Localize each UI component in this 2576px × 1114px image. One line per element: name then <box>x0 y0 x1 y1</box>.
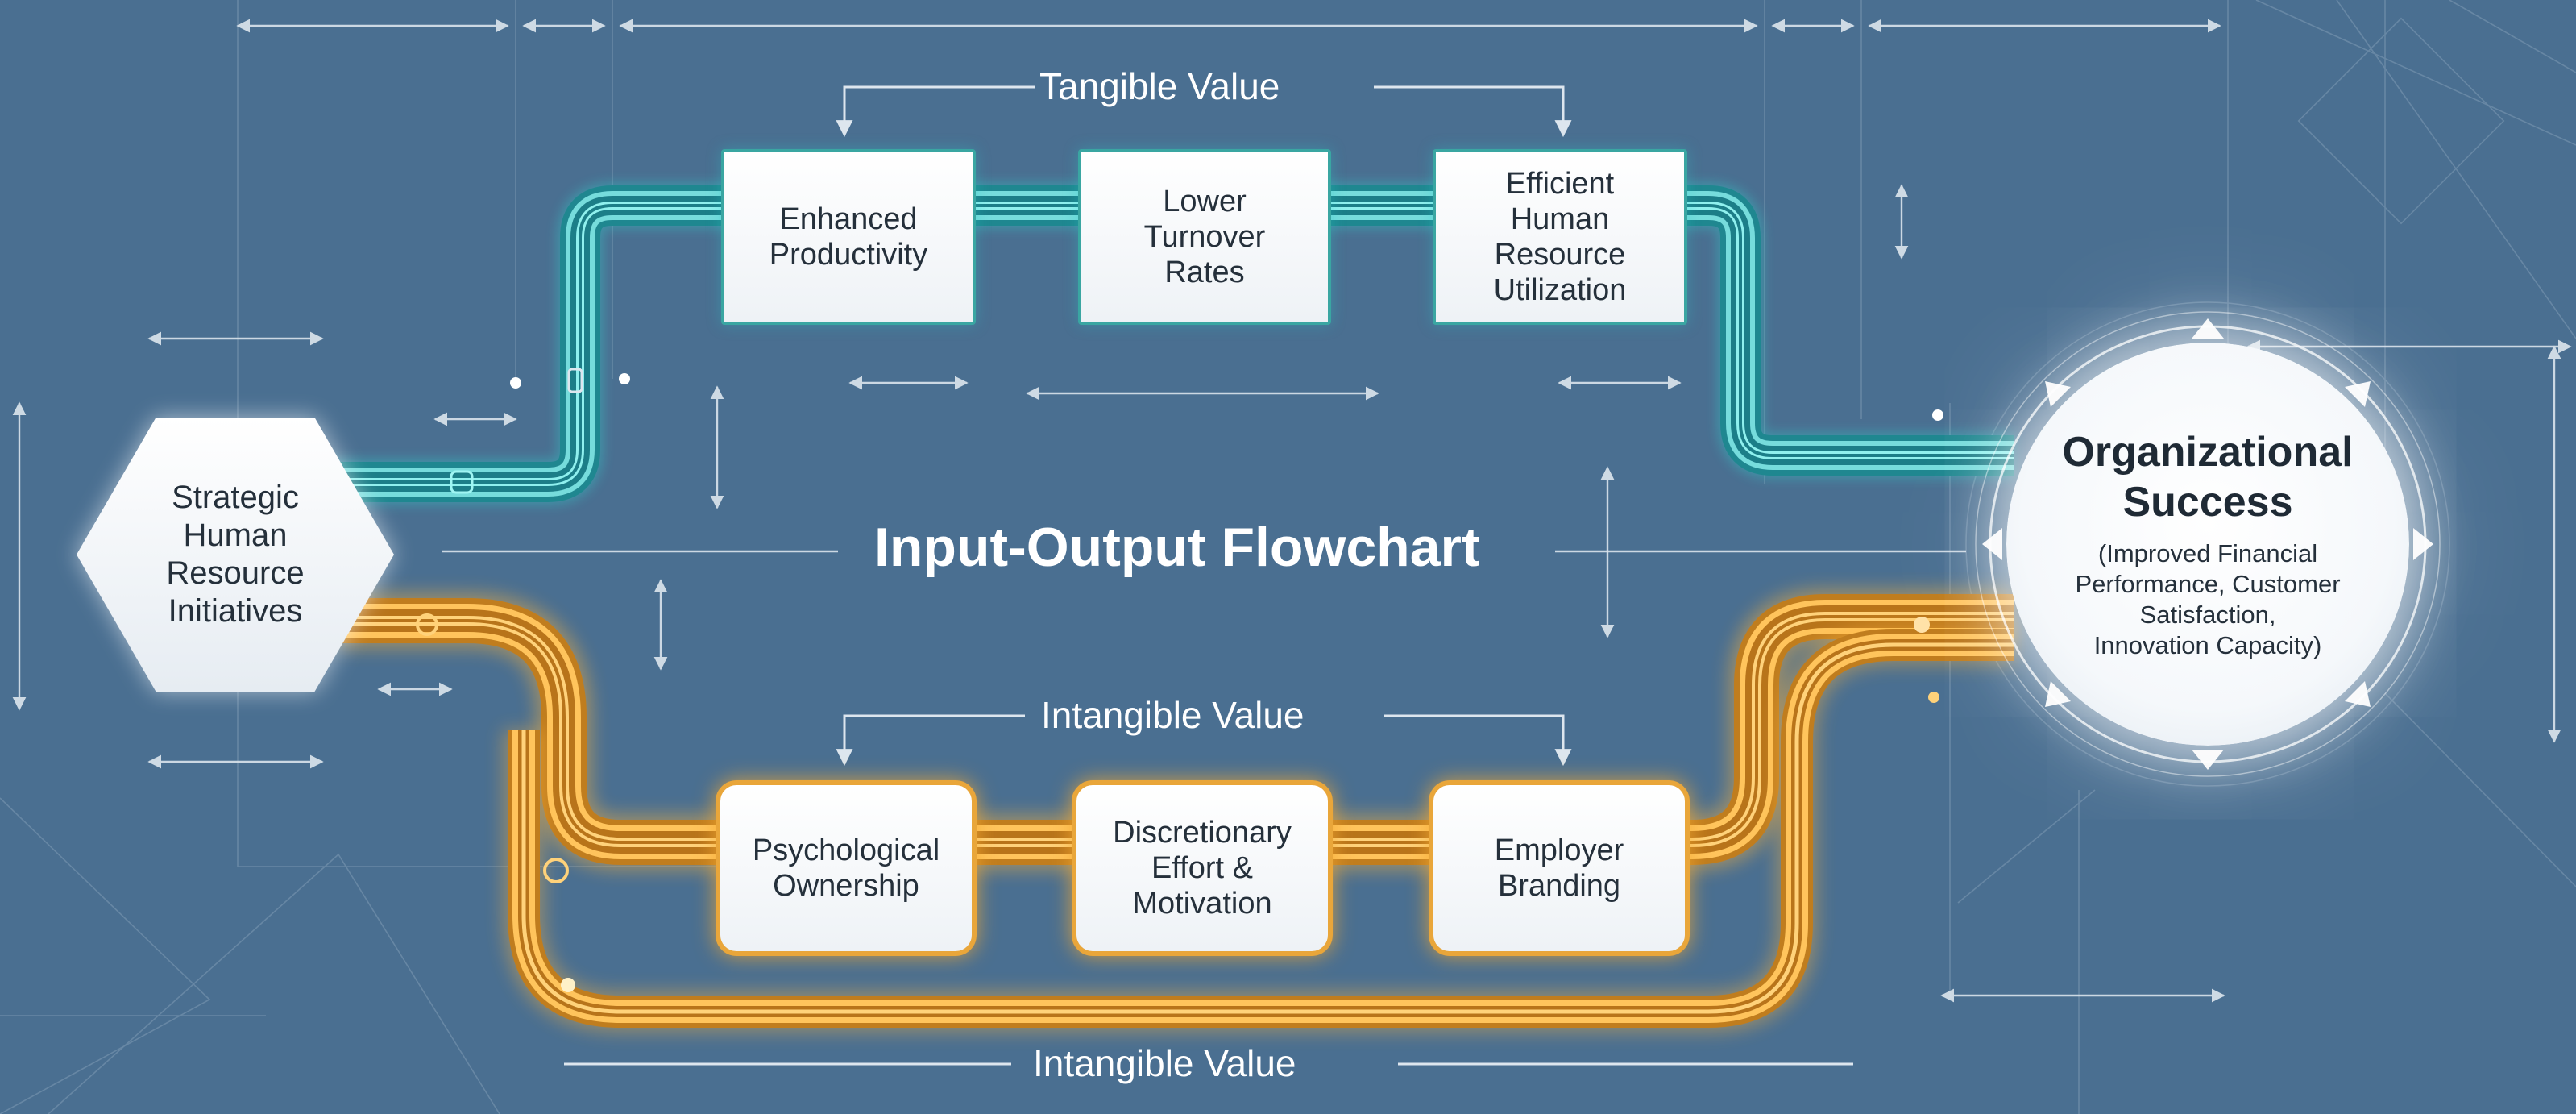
box-label: Enhanced Productivity <box>769 202 928 272</box>
box-psychological-ownership: Psychological Ownership <box>716 780 977 956</box>
input-hexagon: Strategic Human Resource Initiatives <box>77 418 394 692</box>
box-discretionary-effort-motivation: Discretionary Effort & Motivation <box>1072 780 1333 956</box>
connector-nodes <box>416 368 1943 992</box>
output-subtitle: (Improved Financial Performance, Custome… <box>2075 539 2341 659</box>
intangible-value-label-top: Intangible Value <box>1041 694 1305 736</box>
box-label: Psychological Ownership <box>752 833 940 903</box>
input-label: Strategic Human Resource Initiatives <box>166 480 305 629</box>
tangible-value-label: Tangible Value <box>1039 65 1280 107</box>
box-enhanced-productivity: Enhanced Productivity <box>721 149 976 325</box>
output-ring <box>1975 311 2441 777</box>
output-circle: Organizational Success (Improved Financi… <box>2006 343 2409 746</box>
box-label: Lower Turnover Rates <box>1143 185 1266 289</box>
box-label: Discretionary Effort & Motivation <box>1113 816 1292 921</box>
dimension-lines <box>12 19 2572 1003</box>
output-title: Organizational Success <box>2062 429 2354 526</box>
box-employer-branding: Employer Branding <box>1429 780 1690 956</box>
box-label: Efficient Human Resource Utilization <box>1493 167 1627 307</box>
intangible-value-label-bottom: Intangible Value <box>1033 1042 1296 1084</box>
diagram-title: Input-Output Flowchart <box>874 517 1480 578</box>
box-lower-turnover-rates: Lower Turnover Rates <box>1078 149 1331 325</box>
intangible-pipe <box>338 588 2014 1033</box>
box-label: Employer Branding <box>1494 833 1624 903</box>
box-efficient-hr-utilization: Efficient Human Resource Utilization <box>1433 149 1687 325</box>
label-brackets <box>564 85 1853 1066</box>
